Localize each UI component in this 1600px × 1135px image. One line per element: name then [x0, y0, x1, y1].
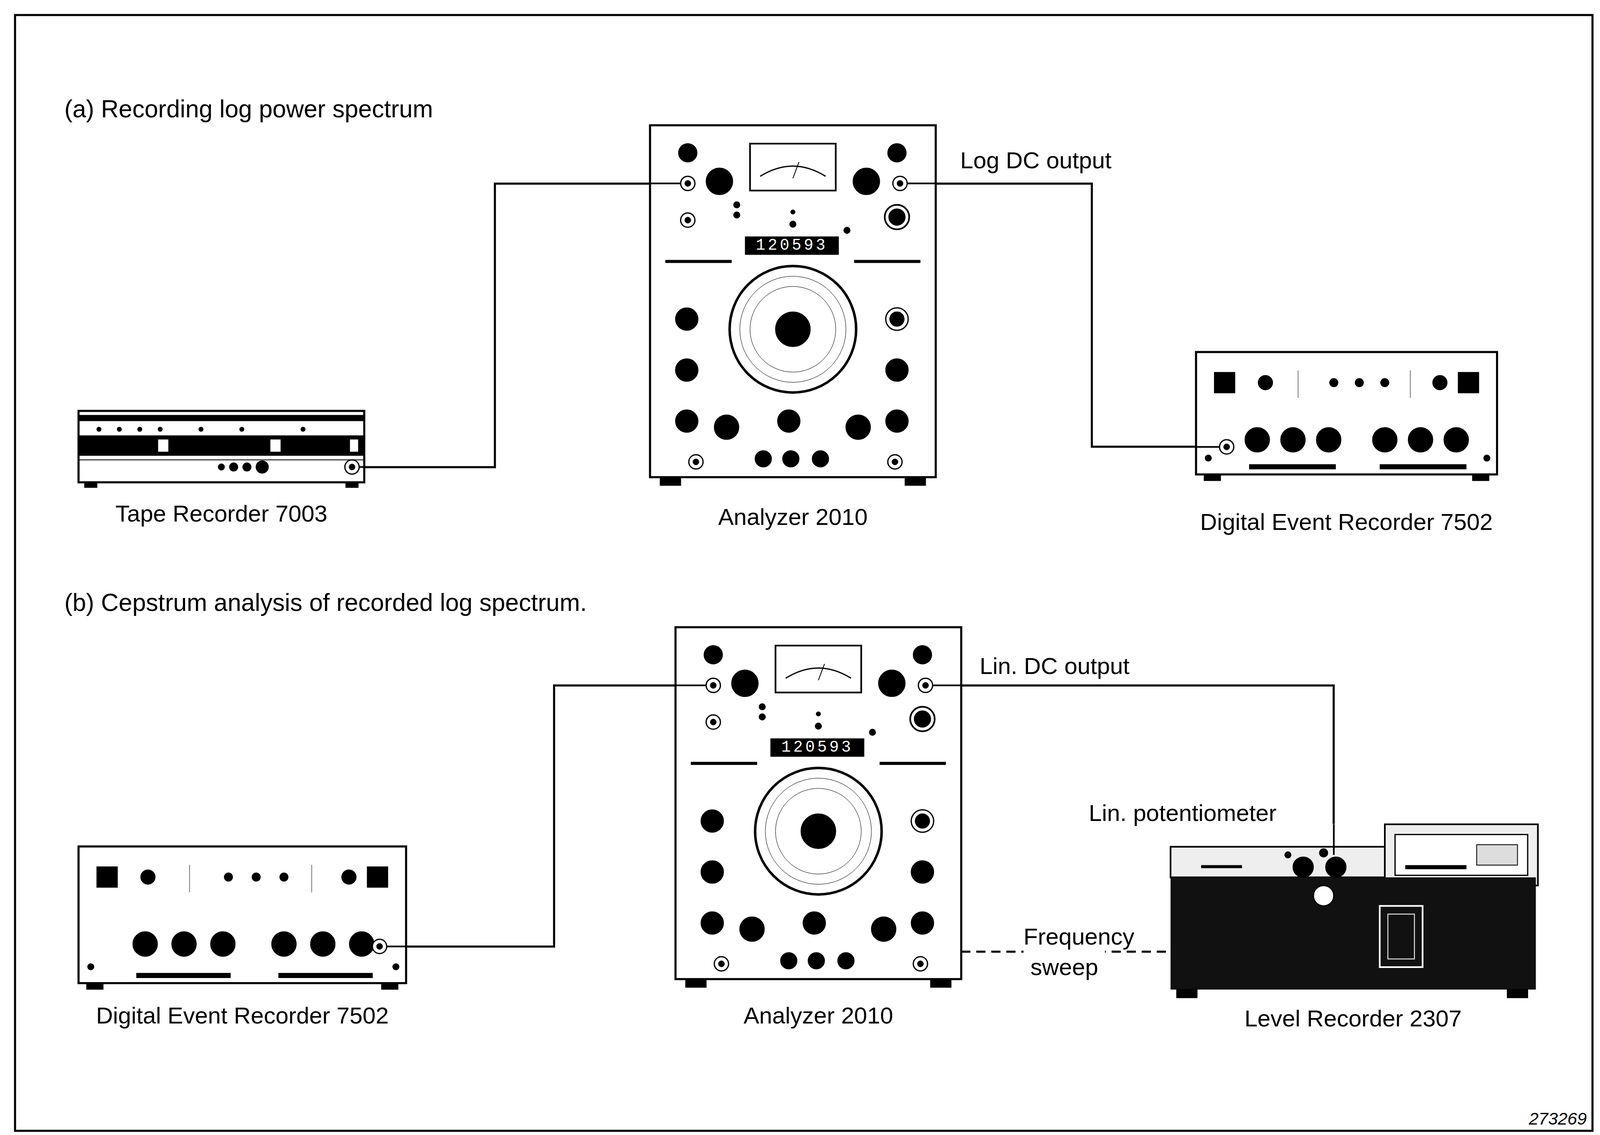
section-title: (b) Cepstrum analysis of recorded log sp… — [64, 588, 587, 617]
connection-label: Frequency sweep — [1023, 921, 1105, 983]
display-digits: 120593 — [770, 738, 865, 758]
display-digits: 120593 — [744, 236, 839, 256]
instrument: Digital Event Recorder 7502 — [78, 846, 407, 990]
section-title: (a) Recording log power spectrum — [64, 94, 434, 123]
instrument-label: Level Recorder 2307 — [1244, 1005, 1462, 1032]
instrument: Analyzer 2010120593 — [650, 125, 936, 488]
instrument: Tape Recorder 7003 — [78, 411, 365, 488]
signal-cable — [364, 183, 651, 468]
part-label: Lin. potentiometer — [1088, 800, 1277, 828]
instrument-drawing — [1196, 352, 1498, 491]
instrument-drawing — [1170, 824, 1536, 1009]
instrument: Analyzer 2010120593 — [675, 627, 962, 990]
instrument: Level Recorder 2307 — [1170, 824, 1536, 999]
instrument-drawing — [675, 627, 962, 1001]
figure-number: 273269 — [1528, 1109, 1588, 1130]
instrument-label: Digital Event Recorder 7502 — [1200, 509, 1493, 536]
instrument-label: Digital Event Recorder 7502 — [96, 1003, 389, 1029]
signal-cable — [406, 685, 676, 947]
instrument-drawing — [78, 411, 365, 498]
instrument-drawing — [78, 846, 407, 1000]
signal-cable — [935, 183, 1197, 447]
instrument-label: Analyzer 2010 — [718, 504, 868, 531]
connection-label: Lin. DC output — [979, 652, 1130, 681]
connection-label: Log DC output — [960, 147, 1112, 175]
instrument-label: Tape Recorder 7003 — [115, 500, 328, 527]
instrument-drawing — [650, 125, 936, 498]
instrument: Digital Event Recorder 7502 — [1196, 352, 1498, 481]
instrument-label: Analyzer 2010 — [743, 1003, 894, 1029]
